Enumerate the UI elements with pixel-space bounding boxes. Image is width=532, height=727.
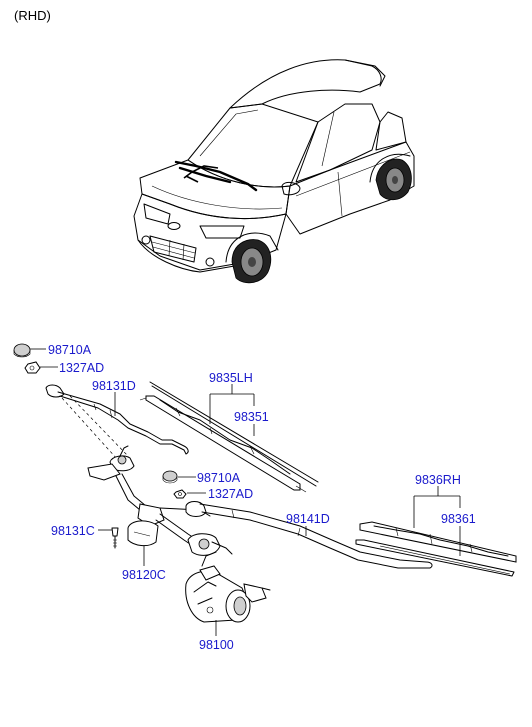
bolt-drawing (111, 527, 119, 537)
variant-label: (RHD) (14, 8, 51, 23)
label-nut-upper: 1327AD (59, 361, 104, 375)
label-blade-lh: 98351 (234, 410, 269, 424)
leader-lines (30, 348, 461, 636)
label-bolt: 98131C (51, 524, 95, 538)
motor-drawing (185, 551, 271, 623)
linkage-drawing (87, 445, 233, 556)
blade-rh-drawing (355, 521, 517, 577)
label-motor: 98100 (199, 638, 234, 652)
cap-lower-drawing (162, 470, 178, 482)
cap-upper-drawing (13, 343, 31, 357)
label-cap-upper: 98710A (48, 343, 92, 357)
arm-lh-drawing (45, 384, 65, 398)
label-cap-lower: 98710A (197, 471, 241, 485)
label-blade-lh-assy: 9835LH (209, 371, 253, 385)
wiper-parts: 98710A 1327AD 98131D 9835LH 98351 98710A… (13, 343, 517, 652)
label-nut-lower: 1327AD (208, 487, 253, 501)
label-linkage: 98120C (122, 568, 166, 582)
label-arm-lh: 98131D (92, 379, 136, 393)
arm-rh-drawing (185, 501, 433, 569)
label-arm-rh: 98141D (286, 512, 330, 526)
car-illustration (133, 59, 415, 284)
nut-upper-drawing (24, 361, 41, 374)
label-blade-rh-assy: 9836RH (415, 473, 461, 487)
blade-lh-drawing (149, 381, 319, 483)
nut-lower-drawing (173, 489, 187, 499)
part-labels: 98710A 1327AD 98131D 9835LH 98351 98710A… (48, 343, 476, 652)
label-blade-rh: 98361 (441, 512, 476, 526)
